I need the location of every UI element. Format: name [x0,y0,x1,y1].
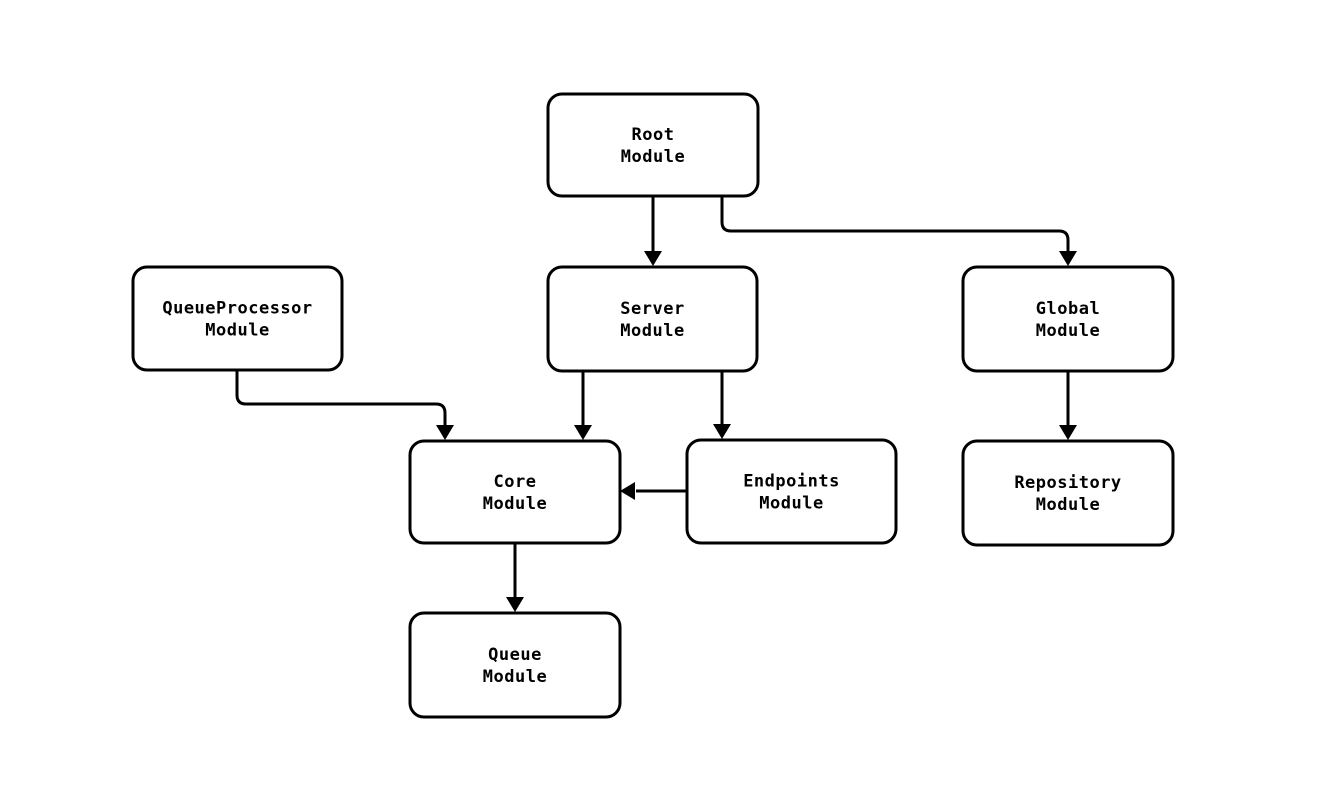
root-module-node-label-line1: Root [632,125,675,145]
edge-server-to-endpoints-arrowhead-icon [713,424,731,439]
edge-server-to-endpoints [713,371,731,439]
global-module-node-box[interactable] [961,265,1175,373]
edge-endpoints-to-core [620,482,687,500]
queue-module-node-label-line2: Module [483,667,547,687]
edge-server-to-core [574,371,592,440]
edge-core-to-queue-arrowhead-icon [506,597,524,612]
core-module-node-label-line2: Module [483,494,547,514]
queue-module-node-box[interactable] [408,611,622,719]
edge-root-to-global [720,196,1077,266]
edge-queueprocessor-to-core [235,370,454,440]
edge-root-to-global-arrowhead-icon [1059,251,1077,266]
server-module-node-label-line2: Module [620,321,684,341]
root-module-node-box[interactable] [546,92,760,198]
core-module-node-label-line1: Core [494,472,537,492]
endpoints-module-node-label-line2: Module [759,494,823,514]
edge-root-to-server-arrowhead-icon [644,251,662,266]
queueprocessor-module-node-box[interactable] [131,265,344,372]
queueprocessor-module-node-label-line2: Module [205,321,269,341]
edge-root-to-global-line [720,196,1070,252]
edge-global-to-repository [1059,371,1077,440]
endpoints-module-node-label-line1: Endpoints [743,472,840,492]
core-module-node-box[interactable] [408,439,622,545]
repository-module-node-label-line1: Repository [1014,473,1121,493]
queue-module-node-label-line1: Queue [488,645,542,665]
edge-core-to-queue [506,543,524,612]
edge-root-to-server [644,196,662,266]
server-module-node-box[interactable] [546,265,759,373]
edge-queueprocessor-to-core-arrowhead-icon [436,425,454,440]
server-module-node-label-line1: Server [620,299,684,319]
repository-module-node-label-line2: Module [1036,495,1100,515]
root-module-node-label-line2: Module [621,147,685,167]
edge-server-to-core-arrowhead-icon [574,425,592,440]
global-module-node-label-line2: Module [1036,321,1100,341]
edges-layer [235,196,1077,612]
edge-queueprocessor-to-core-line [235,370,447,426]
edge-endpoints-to-core-arrowhead-icon [620,482,635,500]
global-module-node-label-line1: Global [1036,299,1100,319]
endpoints-module-node-box[interactable] [685,438,898,545]
queueprocessor-module-node-label-line1: QueueProcessor [162,299,312,319]
edge-global-to-repository-arrowhead-icon [1059,425,1077,440]
repository-module-node-box[interactable] [961,439,1175,547]
